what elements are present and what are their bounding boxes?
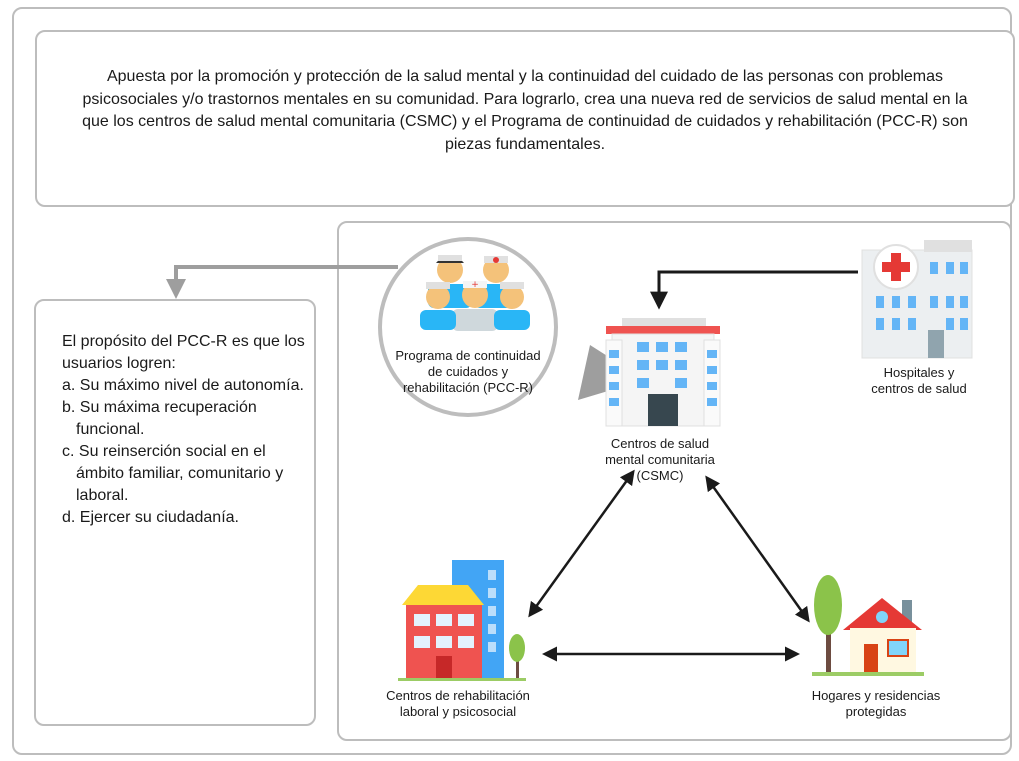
purpose-lead: El propósito del PCC-R es que los usuari… xyxy=(62,333,305,372)
csmc-label: Centros de salud mental comunitaria (CSM… xyxy=(605,436,715,483)
svg-text:+: + xyxy=(471,280,479,290)
purpose-item: c. Su reinserción social en el ámbito fa… xyxy=(62,443,284,504)
rehab-building-icon xyxy=(398,560,526,681)
purpose-item: b. Su máxima recuperación funcional. xyxy=(62,399,257,438)
hospitals-label: Hospitales y centros de salud xyxy=(871,365,967,396)
home-icon xyxy=(812,575,924,676)
intro-text: Apuesta por la promoción y protección de… xyxy=(82,68,968,153)
medical-team-icon: + xyxy=(420,255,530,331)
pccr-label: Programa de continuidad de cuidados y re… xyxy=(395,348,541,395)
csmc-rehab-arrow xyxy=(528,469,635,618)
csmc-homes-arrow xyxy=(705,475,810,623)
pccr-to-purpose-connector xyxy=(166,265,398,299)
purpose-list: a. Su máximo nivel de autonomía. b. Su m… xyxy=(62,375,312,529)
intro-box: Apuesta por la promoción y protección de… xyxy=(35,30,1015,207)
purpose-text: El propósito del PCC-R es que los usuari… xyxy=(62,331,312,529)
purpose-item: a. Su máximo nivel de autonomía. xyxy=(62,377,304,394)
csmc-building-icon xyxy=(605,318,721,427)
rehab-label: Centros de rehabilitación laboral y psic… xyxy=(386,688,530,719)
purpose-item: d. Ejercer su ciudadanía. xyxy=(62,509,239,526)
hospital-to-csmc-arrow xyxy=(650,270,858,310)
homes-label: Hogares y residencias protegidas xyxy=(811,688,941,719)
purpose-box: El propósito del PCC-R es que los usuari… xyxy=(34,299,316,726)
hospital-building-icon xyxy=(861,240,973,359)
